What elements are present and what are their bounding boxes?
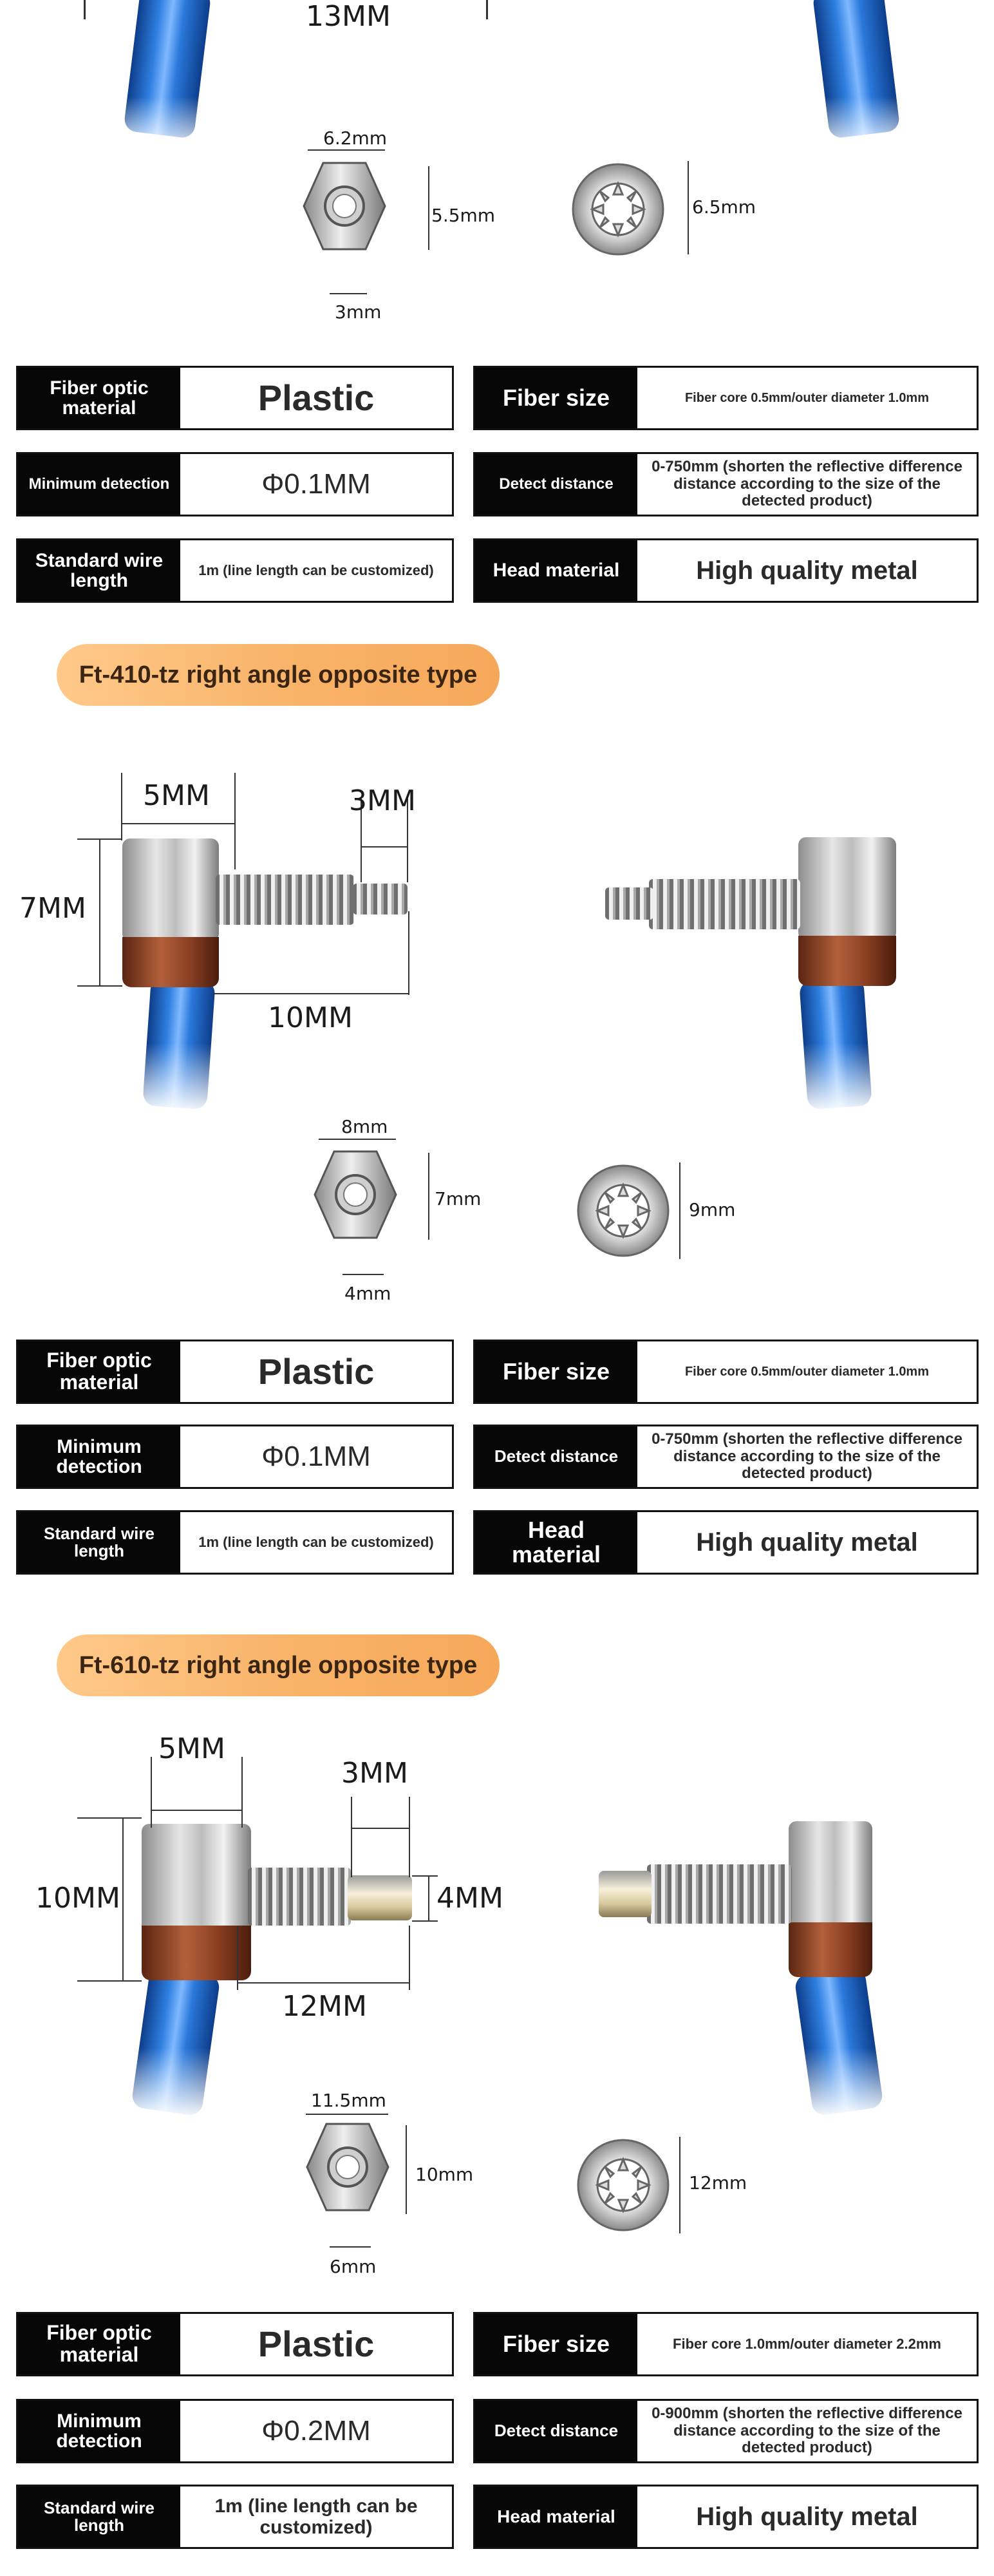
- dim-610-washer: 12mm: [689, 2172, 747, 2193]
- dim-410-3mm: 3MM: [349, 784, 416, 817]
- spec-head-material: Head material High quality metal: [473, 2485, 979, 2549]
- spec-head-material: Head material High quality metal: [473, 538, 979, 603]
- spec-fiber-optic-material: Fiber optic material Plastic: [16, 2312, 454, 2376]
- section-title-ft-610-tz: Ft-610-tz right angle opposite type: [57, 1634, 500, 1696]
- spec-detect-distance: Detect distance 0-750mm (shorten the ref…: [473, 452, 979, 516]
- dim-610-5mm: 5MM: [158, 1732, 225, 1765]
- spec-fiber-size: Fiber size Fiber core 1.0mm/outer diamet…: [473, 2312, 979, 2376]
- dim-410-5mm: 5MM: [143, 779, 210, 812]
- spec-standard-wire-length: Standard wire length 1m (line length can…: [16, 538, 454, 603]
- spec-head-material: Head material High quality metal: [473, 1510, 979, 1575]
- dim-410-nut-hole: 4mm: [344, 1283, 391, 1304]
- spec-minimum-detection: Minimum detection Φ0.2MM: [16, 2399, 454, 2463]
- dim-410-7mm: 7MM: [19, 892, 86, 925]
- spec-fiber-size: Fiber size Fiber core 0.5mm/outer diamet…: [473, 366, 979, 430]
- dim-13mm: 13MM: [306, 0, 391, 33]
- spec-fiber-optic-material: Fiber optic material Plastic: [16, 1340, 454, 1404]
- dim-410-washer: 9mm: [689, 1199, 736, 1220]
- dim-610-nut-height: 10mm: [415, 2164, 474, 2185]
- spec-detect-distance: Detect distance 0-900mm (shorten the ref…: [473, 2399, 979, 2463]
- spec-fiber-size: Fiber size Fiber core 0.5mm/outer diamet…: [473, 1340, 979, 1404]
- spec-minimum-detection: Minimum detection Φ0.1MM: [16, 1425, 454, 1489]
- dim-610-12mm: 12MM: [282, 1990, 367, 2023]
- spec-detect-distance: Detect distance 0-750mm (shorten the ref…: [473, 1425, 979, 1489]
- section-title-ft-410-tz: Ft-410-tz right angle opposite type: [57, 644, 500, 706]
- spec-minimum-detection: Minimum detection Φ0.1MM: [16, 452, 454, 516]
- dim-610-10mm: 10MM: [35, 1882, 120, 1915]
- dim-nut-hole: 3mm: [335, 301, 382, 323]
- dim-610-4mm: 4MM: [436, 1882, 503, 1915]
- spec-standard-wire-length: Standard wire length 1m (line length can…: [16, 2485, 454, 2549]
- dim-nut-width: 6.2mm: [323, 128, 388, 149]
- dim-410-nut-width: 8mm: [341, 1116, 388, 1137]
- dim-610-nut-width: 11.5mm: [311, 2090, 386, 2111]
- dim-nut-height: 5.5mm: [431, 205, 496, 226]
- dim-washer: 6.5mm: [692, 196, 756, 218]
- dim-610-3mm: 3MM: [341, 1757, 408, 1790]
- spec-fiber-optic-material: Fiber optic material Plastic: [16, 366, 454, 430]
- dim-410-nut-height: 7mm: [435, 1188, 482, 1209]
- dim-610-nut-hole: 6mm: [330, 2256, 377, 2277]
- spec-standard-wire-length: Standard wire length 1m (line length can…: [16, 1510, 454, 1575]
- dim-410-10mm: 10MM: [268, 1001, 353, 1034]
